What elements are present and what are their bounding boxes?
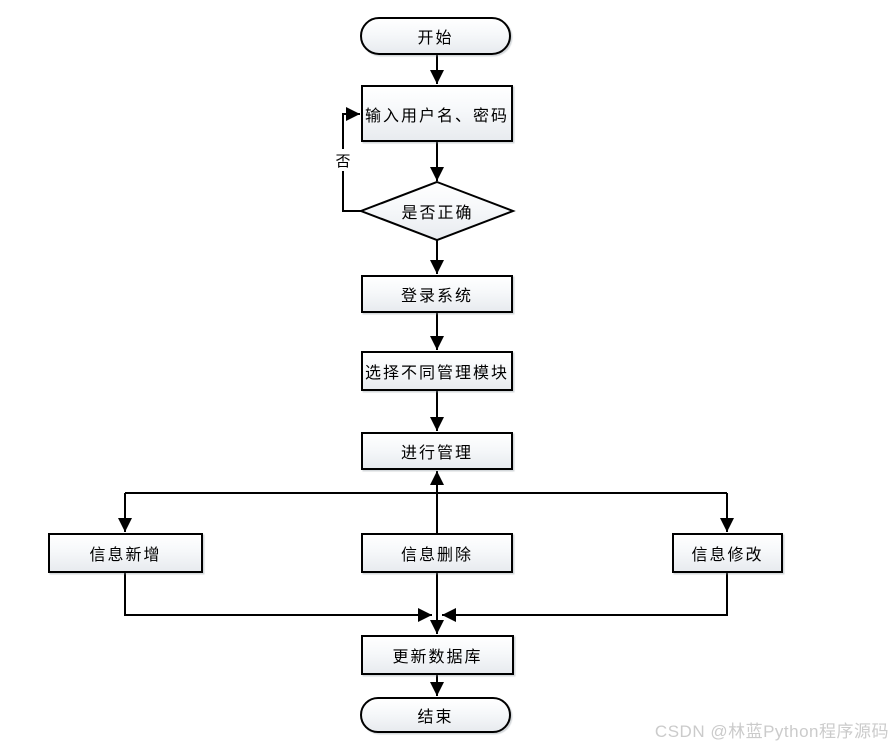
node-info-modify-label: 信息修改: [691, 547, 764, 564]
node-input-credentials-label: 输入用户名、密码: [364, 107, 509, 125]
node-select-module-label: 选择不同管理模块: [364, 365, 509, 382]
node-info-delete-label: 信息删除: [400, 547, 473, 564]
decision-diamond-shape: [358, 180, 516, 242]
node-start: 开始: [360, 17, 511, 55]
node-decision-correct-label: 是否正确: [401, 205, 474, 222]
node-update-database: 更新数据库: [361, 635, 514, 675]
node-input-credentials: 输入用户名、密码: [361, 85, 513, 142]
node-decision-correct: 是否正确: [362, 182, 513, 240]
node-update-database-label: 更新数据库: [392, 649, 483, 666]
node-manage: 进行管理: [361, 432, 513, 470]
node-info-modify: 信息修改: [672, 533, 783, 573]
edge-label-no-text: 否: [335, 152, 351, 170]
edge-label-no: 否: [332, 149, 354, 171]
node-login-system-label: 登录系统: [400, 288, 473, 305]
node-info-add: 信息新增: [48, 533, 203, 573]
node-manage-label: 进行管理: [400, 445, 473, 462]
node-info-delete: 信息删除: [361, 533, 513, 573]
node-select-module: 选择不同管理模块: [361, 351, 513, 391]
arrow-info-add-to-merge: [124, 573, 432, 622]
watermark-text: CSDN @林蓝Python程序源码: [654, 722, 889, 741]
node-info-add-label: 信息新增: [89, 547, 162, 564]
node-end: 结束: [360, 697, 511, 733]
arrow-info-modify-to-merge: [442, 573, 728, 622]
node-login-system: 登录系统: [361, 275, 513, 313]
node-start-label: 开始: [417, 30, 454, 47]
node-end-label: 结束: [417, 709, 454, 726]
